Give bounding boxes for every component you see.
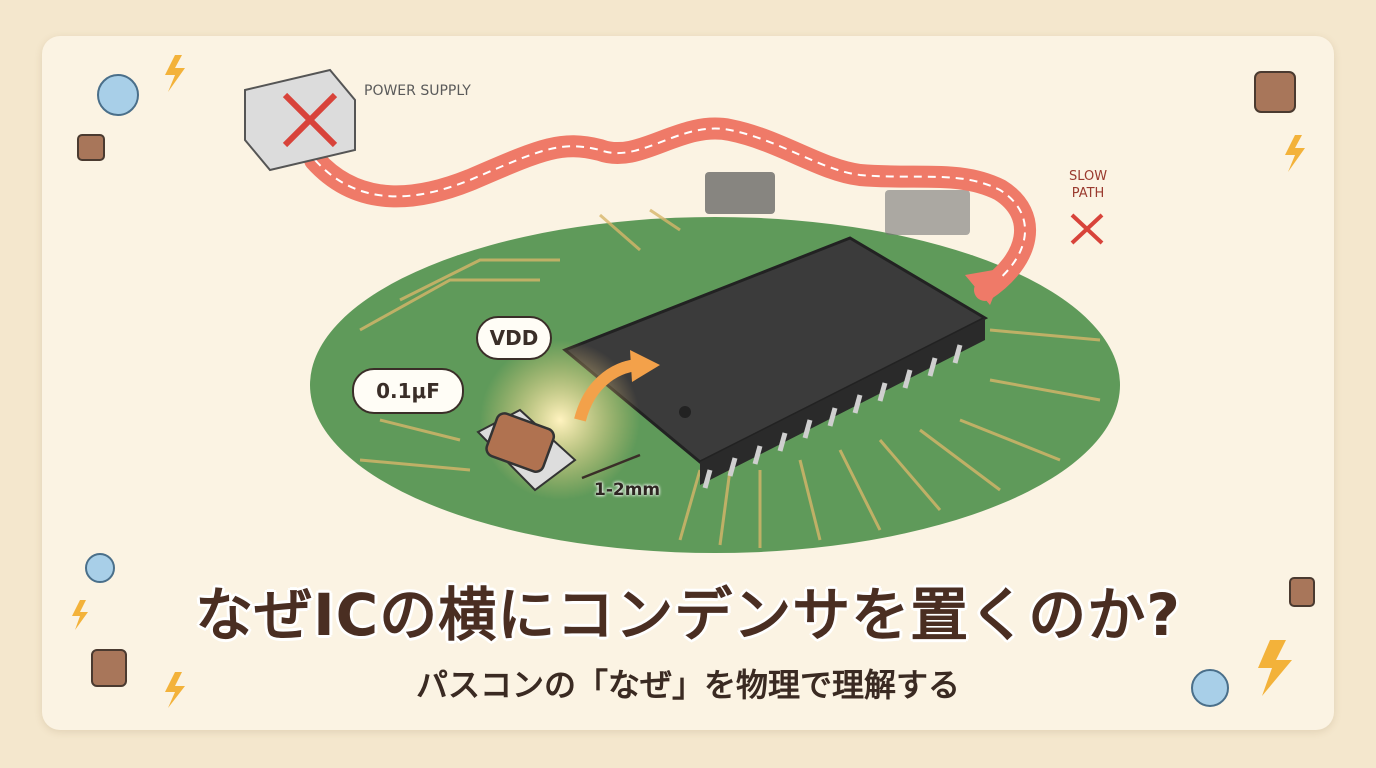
mascot-icon — [85, 74, 1229, 707]
page-subtitle: パスコンの「なぜ」を物理で理解する — [415, 666, 960, 704]
vdd-bubble: VDD — [476, 316, 552, 360]
capacitance-bubble: 0.1μF — [352, 368, 464, 414]
power-supply-icon — [244, 68, 356, 172]
power-supply-label: POWER SUPPLY — [364, 83, 471, 99]
capacitor-icon — [476, 408, 577, 492]
arrow-head-icon — [965, 268, 1005, 305]
distance-arrow-icon — [581, 453, 641, 480]
distance-label: 1-2mm — [594, 480, 661, 500]
pcb-traces — [359, 208, 1101, 548]
ic-pins — [702, 344, 963, 489]
small-component — [885, 190, 970, 235]
slow-path-label: SLOW PATH — [1068, 169, 1108, 201]
capacitor-mascot-icon — [77, 71, 1315, 687]
page-title: なぜICの横にコンデンサを置くのか? — [195, 581, 1181, 649]
small-component — [705, 172, 775, 214]
lightning-icon — [72, 55, 1305, 708]
cross-mark-icon — [1070, 213, 1104, 245]
